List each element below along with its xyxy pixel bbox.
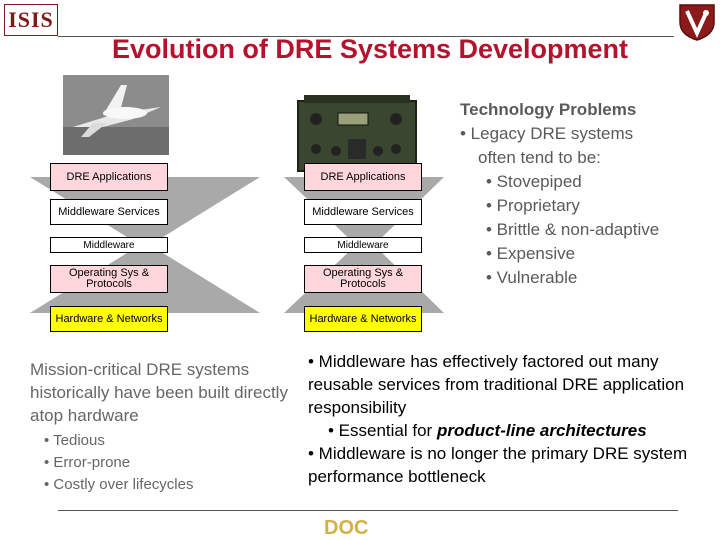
right-sub-bullet: • Essential for product-line architectur…	[308, 419, 718, 442]
layer-middleware-services: Middleware Services	[50, 199, 168, 225]
tech-item: • Brittle & non-adaptive	[486, 218, 715, 242]
tech-item: • Vulnerable	[486, 266, 715, 290]
tech-intro-cont: often tend to be:	[460, 146, 715, 170]
layer-middleware: Middleware	[304, 237, 422, 253]
vanderbilt-shield-logo	[676, 2, 718, 42]
left-bullet: • Costly over lifecycles	[44, 474, 284, 496]
slide-title: Evolution of DRE Systems Development	[60, 34, 680, 65]
layer-label: DRE Applications	[67, 172, 152, 183]
left-bullet: • Tedious	[44, 430, 284, 452]
tech-intro-bullet: • Legacy DRE systems	[460, 122, 715, 146]
right-paragraph: • Middleware has effectively factored ou…	[308, 350, 718, 488]
sub-bullet-prefix: • Essential for	[328, 421, 437, 440]
tech-item: • Expensive	[486, 242, 715, 266]
layer-label: Middleware	[337, 240, 388, 251]
layer-label: DRE Applications	[321, 172, 406, 183]
tech-item: • Stovepiped	[486, 170, 715, 194]
layer-operating-sys: Operating Sys & Protocols	[50, 265, 168, 293]
right-bullet-2: • Middleware is no longer the primary DR…	[308, 442, 718, 488]
tech-item: • Proprietary	[486, 194, 715, 218]
layer-dre-applications: DRE Applications	[304, 163, 422, 191]
layer-label: Hardware & Networks	[56, 314, 163, 325]
left-bullet: • Error-prone	[44, 452, 284, 474]
layer-operating-sys: Operating Sys & Protocols	[304, 265, 422, 293]
isis-logo: ISIS	[4, 4, 58, 36]
layer-dre-applications: DRE Applications	[50, 163, 168, 191]
left-bullets: • Tedious • Error-prone • Costly over li…	[44, 430, 284, 496]
layer-hardware: Hardware & Networks	[50, 306, 168, 332]
layer-middleware-services: Middleware Services	[304, 199, 422, 225]
doc-logo-text: DOC	[324, 517, 368, 538]
left-paragraph: Mission-critical DRE systems historicall…	[30, 358, 290, 427]
layer-label: Operating Sys & Protocols	[305, 268, 421, 290]
footer-rule	[58, 510, 678, 511]
layer-label: Operating Sys & Protocols	[51, 268, 167, 290]
layer-hardware: Hardware & Networks	[304, 306, 422, 332]
layer-label: Middleware Services	[58, 207, 159, 218]
layer-label: Hardware & Networks	[310, 314, 417, 325]
doc-logo: DOC	[322, 514, 402, 538]
layer-middleware: Middleware	[50, 237, 168, 253]
tech-list: • Stovepiped • Proprietary • Brittle & n…	[460, 170, 715, 290]
spaceplane-photo	[63, 75, 169, 155]
layer-label: Middleware	[83, 240, 134, 251]
layer-label: Middleware Services	[312, 207, 413, 218]
sub-bullet-emphasis: product-line architectures	[437, 421, 647, 440]
tech-heading: Technology Problems	[460, 98, 715, 122]
technology-problems: Technology Problems • Legacy DRE systems…	[460, 98, 715, 290]
right-bullet-1: • Middleware has effectively factored ou…	[308, 350, 718, 419]
